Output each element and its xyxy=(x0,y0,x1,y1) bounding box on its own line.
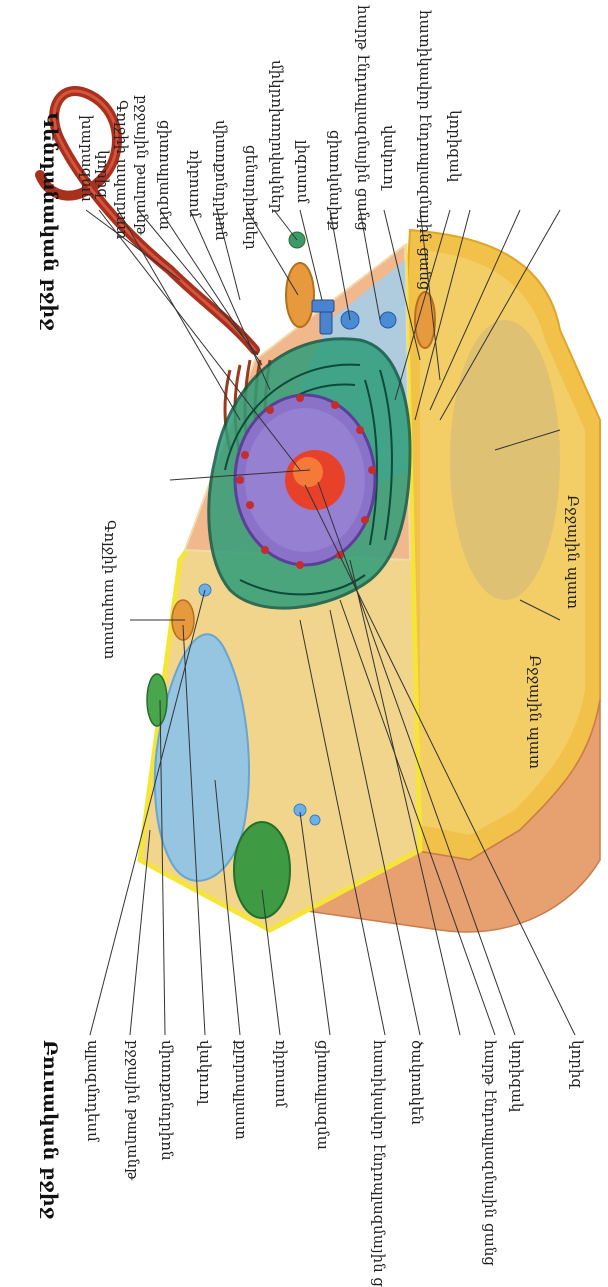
plant-vesicle-3 xyxy=(310,815,320,825)
label-golgi-mid: Գոլջիի ապարատ xyxy=(101,520,119,659)
plant-cell-interior-shadow xyxy=(450,320,560,600)
title-plant-cell: Բուսական բջիջ xyxy=(39,1040,61,1219)
label-cell-membrane-bottom: բջջային թաղանթ xyxy=(124,1040,142,1181)
label-lysosome: լիզոսոմ xyxy=(294,140,312,204)
chloroplast-1 xyxy=(234,822,290,918)
label-rough-er-top: հատիկավոր էնդոպլազմային ցանց xyxy=(416,10,434,291)
label-vacuole-bottom: վակուոլ xyxy=(196,1040,214,1106)
label-flagellum: խարազան xyxy=(78,115,96,202)
label-smooth-er-top: հարթ էնդոպլազմային ցանց xyxy=(354,5,372,231)
label-centrioles: ցենտրիոլներ xyxy=(242,145,260,250)
label-mitochondrion-bottom: միտոքոնդրիոն xyxy=(158,1040,176,1161)
label-nucleolus-bottom: կորիզակ xyxy=(508,1040,526,1112)
label-nucleus-top: կորիզ xyxy=(94,150,112,199)
label-cell-membrane-top: բջջային թաղանթ xyxy=(133,95,151,236)
label-pore: ծակոտկեն xyxy=(408,1040,426,1125)
label-ribosome-bottom: ռիբոսոմ xyxy=(272,1040,290,1108)
label-cytoplasm-top: ցիտոպլազմա xyxy=(156,120,174,230)
label-rough-er-bottom: հատիկավոր էնդոպլազմային ցանց xyxy=(370,1040,388,1287)
label-cell-wall-1: Բջջային պատ xyxy=(564,495,582,609)
label-chloroplast: քլորոպլաստ xyxy=(232,1040,250,1140)
label-cytoskeleton: ցիտոկմախք xyxy=(326,130,344,231)
label-golgi-top: Գոլջիի ապարատ xyxy=(113,100,131,239)
label-nucleus-bottom: կորիզ xyxy=(568,1040,586,1089)
label-plasmodesma: պլազմոդեսմ xyxy=(84,1040,102,1142)
label-smooth-er-bottom: հարթ էնդոպլազմային ցանց xyxy=(481,1040,499,1266)
title-animal-cell: Կենդանական բջիջ xyxy=(39,112,61,331)
lysosome-2 xyxy=(380,312,396,328)
animal-mitochondrion-1 xyxy=(286,263,314,327)
label-cell-wall-2: Բջջային պատ xyxy=(526,655,544,769)
label-cytoplasm-bottom: ցիտոպլազմա xyxy=(314,1040,332,1150)
label-vacuole-top: վակուոլ xyxy=(380,125,398,191)
label-ribosome-top: ռիբոսոմ xyxy=(186,150,204,218)
label-mitochondrion-top: միտոքոնդրիոն xyxy=(212,120,230,241)
label-microtubules: միկրոխողովակներ xyxy=(268,60,286,214)
chloroplast-2 xyxy=(147,674,167,726)
label-nucleolus-top: կորիզակ xyxy=(446,110,464,182)
